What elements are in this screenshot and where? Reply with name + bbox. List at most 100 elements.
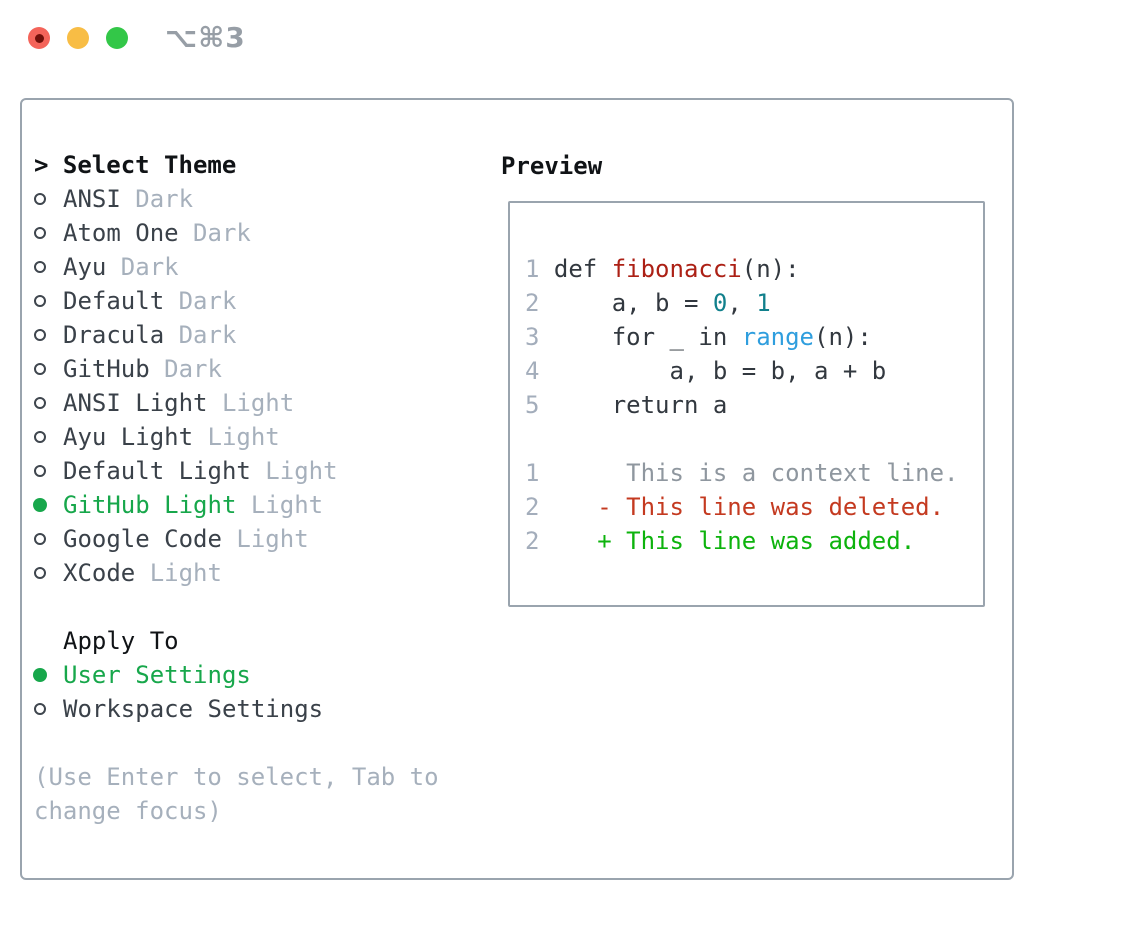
code-token-num: 0 xyxy=(712,289,728,317)
select-theme-header: > Select Theme xyxy=(34,148,439,182)
code-token-ln: 2 xyxy=(525,527,554,555)
theme-name: Google Code xyxy=(63,525,237,553)
theme-variant: Dark xyxy=(193,219,251,247)
code-token-add: + This line was added. xyxy=(553,527,916,555)
radio-selected-icon xyxy=(33,658,63,692)
radio-unselected-icon xyxy=(34,556,63,590)
preview-header: Preview xyxy=(501,149,602,183)
code-token-fn: fibonacci xyxy=(611,255,742,283)
preview-line xyxy=(525,422,983,456)
theme-variant: Light xyxy=(236,525,309,553)
preview-line: 2 + This line was added. xyxy=(525,524,983,558)
code-token-del: - This line was deleted. xyxy=(553,493,945,521)
code-token-bi: range xyxy=(741,323,814,351)
code-token-ln: 1 xyxy=(525,459,554,487)
theme-item-ayu[interactable]: Ayu Dark xyxy=(34,250,439,284)
theme-variant: Dark xyxy=(135,185,194,213)
code-token-num: 1 xyxy=(756,289,771,317)
theme-name: Atom One xyxy=(63,219,194,247)
theme-variant: Dark xyxy=(178,321,237,349)
theme-name: Ayu xyxy=(63,253,121,281)
preview-line: 2 - This line was deleted. xyxy=(525,490,983,524)
theme-name: GitHub Light xyxy=(63,491,251,519)
theme-variant: Light xyxy=(207,423,280,451)
theme-name: XCode xyxy=(63,559,150,587)
radio-unselected-icon xyxy=(34,216,63,250)
radio-unselected-icon xyxy=(34,454,63,488)
apply-to-title: Apply To xyxy=(63,627,179,655)
radio-unselected-icon xyxy=(34,386,63,420)
spacer-row xyxy=(34,590,439,624)
theme-variant: Light xyxy=(221,389,295,417)
theme-variant: Light xyxy=(149,559,222,587)
hint-line-1: (Use Enter to select, Tab to xyxy=(34,763,439,791)
theme-name: ANSI Light xyxy=(63,389,222,417)
theme-item-atom-one[interactable]: Atom One Dark xyxy=(34,216,439,250)
theme-item-github[interactable]: GitHub Dark xyxy=(34,352,439,386)
radio-unselected-icon xyxy=(34,318,63,352)
apply-option-label: User Settings xyxy=(63,661,251,689)
theme-name: ANSI xyxy=(63,185,136,213)
theme-variant: Dark xyxy=(120,253,179,281)
code-token-code: a, b = b, a + b xyxy=(553,357,887,385)
theme-variant: Dark xyxy=(178,287,237,315)
theme-name: GitHub xyxy=(63,355,165,383)
caret-icon: > xyxy=(34,151,49,179)
code-token-code: return a xyxy=(553,391,728,419)
radio-unselected-icon xyxy=(34,352,63,386)
radio-selected-icon xyxy=(33,488,63,522)
indent-spacer xyxy=(34,624,63,658)
preview-line: 5 return a xyxy=(525,388,983,422)
spacer-row xyxy=(34,726,439,760)
theme-item-ayu-light[interactable]: Ayu Light Light xyxy=(34,420,439,454)
code-token-code: for _ in xyxy=(553,323,742,351)
apply-option-workspace-settings[interactable]: Workspace Settings xyxy=(34,692,439,726)
preview-line: 4 a, b = b, a + b xyxy=(525,354,983,388)
radio-unselected-icon xyxy=(34,284,63,318)
preview-line: 3 for _ in range(n): xyxy=(525,320,983,354)
theme-item-github-light[interactable]: GitHub Light Light xyxy=(33,488,439,522)
zoom-button[interactable] xyxy=(106,27,128,49)
theme-item-google-code[interactable]: Google Code Light xyxy=(34,522,439,556)
preview-line: 1 This is a context line. xyxy=(525,456,983,490)
code-token-ln: 2 xyxy=(525,493,554,521)
code-token-code: (n): xyxy=(814,323,872,351)
minimize-button[interactable] xyxy=(67,27,89,49)
theme-variant: Light xyxy=(265,457,338,485)
close-button[interactable] xyxy=(28,27,50,49)
theme-name: Dracula xyxy=(63,321,179,349)
radio-unselected-icon xyxy=(34,420,63,454)
preview-line: 2 a, b = 0, 1 xyxy=(525,286,983,320)
code-token-ln: 1 xyxy=(525,255,554,283)
theme-item-xcode[interactable]: XCode Light xyxy=(34,556,439,590)
window-shortcut-label: ⌥⌘3 xyxy=(165,21,246,54)
preview-title: Preview xyxy=(501,152,603,180)
apply-to-header: Apply To xyxy=(34,624,439,658)
code-token-ctx: This is a context line. xyxy=(553,459,959,487)
theme-item-default[interactable]: Default Dark xyxy=(34,284,439,318)
apply-option-user-settings[interactable]: User Settings xyxy=(33,658,439,692)
code-token-code: , xyxy=(727,289,757,317)
theme-item-dracula[interactable]: Dracula Dark xyxy=(34,318,439,352)
theme-name: Ayu Light xyxy=(63,423,208,451)
code-token-ln: 4 xyxy=(525,357,554,385)
theme-item-ansi[interactable]: ANSI Dark xyxy=(34,182,439,216)
code-token-ln: 5 xyxy=(525,391,554,419)
hint-line-2: change focus) xyxy=(34,797,222,825)
theme-item-ansi-light[interactable]: ANSI Light Light xyxy=(34,386,439,420)
code-token-code: a, b = xyxy=(553,289,713,317)
theme-item-default-light[interactable]: Default Light Light xyxy=(34,454,439,488)
theme-variant: Dark xyxy=(164,355,222,383)
theme-name: Default xyxy=(63,287,179,315)
preview-line: 1 def fibonacci(n): xyxy=(525,252,983,286)
code-token-ln: 2 xyxy=(525,289,554,317)
code-token-code: (n): xyxy=(741,255,800,283)
select-theme-title: Select Theme xyxy=(62,151,237,179)
apply-option-label: Workspace Settings xyxy=(63,695,324,723)
